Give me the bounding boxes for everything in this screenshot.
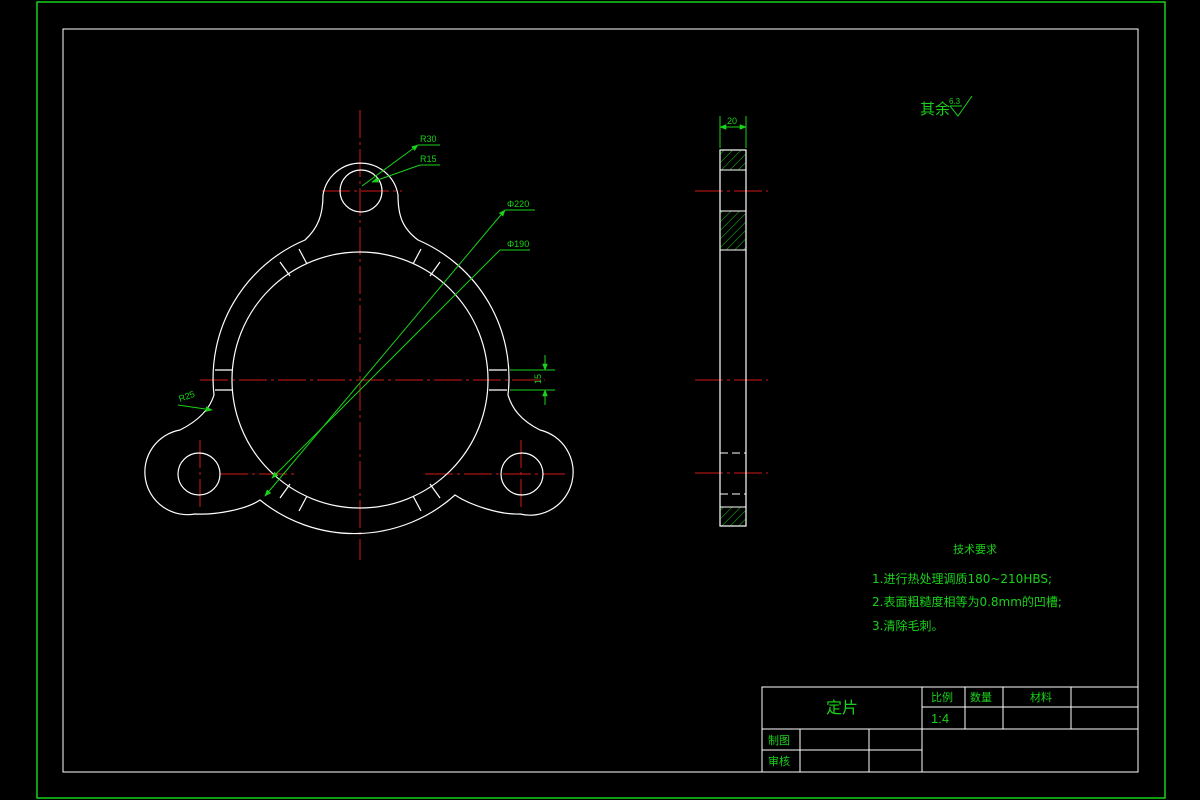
- inner-frame: [62, 28, 1139, 773]
- tb-drawn-by: 制图: [768, 734, 790, 747]
- tb-header-quantity: 数量: [970, 691, 992, 704]
- outer-frame: [36, 1, 1166, 799]
- flange-outline: [144, 162, 574, 535]
- center-lines: [199, 110, 565, 560]
- surface-finish-note: 其余 6.3: [920, 95, 973, 118]
- dim-r15: R15: [420, 154, 437, 164]
- hatch-mid: [719, 210, 747, 251]
- tech-req-item-2: 2.表面粗糙度相等为0.8mm的凹槽;: [872, 594, 1062, 609]
- tech-req-item-1: 1.进行热处理调质180~210HBS;: [872, 572, 1052, 586]
- lug-hole-left: [177, 452, 221, 496]
- tb-checked-by: 审核: [768, 754, 790, 768]
- dim-d220: Φ220: [507, 199, 529, 209]
- dim-slot-15: 15: [533, 374, 543, 384]
- front-view: R30 R15 Φ220 Φ190 R25 15: [144, 110, 574, 560]
- tb-header-scale: 比例: [931, 690, 953, 704]
- tb-header-material: 材料: [1030, 690, 1052, 704]
- roughness-symbol-icon: [949, 95, 973, 117]
- surface-finish-value: 6.3: [949, 97, 961, 106]
- hatch-top: [719, 149, 747, 171]
- hatch-bottom: [719, 506, 747, 527]
- side-profile: [719, 149, 747, 527]
- tech-req-item-3: 3.清除毛刺。: [872, 618, 943, 633]
- side-view: 20: [695, 116, 768, 527]
- tech-requirements: 技术要求 1.进行热处理调质180~210HBS; 2.表面粗糙度相等为0.8m…: [872, 543, 1062, 633]
- tb-value-scale: 1:4: [931, 711, 949, 726]
- dim-r25: R25: [177, 389, 196, 404]
- dim-d190: Φ190: [507, 239, 529, 249]
- dim-r30: R30: [420, 134, 437, 144]
- tech-req-title: 技术要求: [953, 543, 997, 556]
- front-dimensions: [177, 144, 555, 497]
- title-block: 定片 比例 数量 材料 1:4 制图 审核: [761, 686, 1139, 773]
- dim-thickness-20: 20: [727, 116, 737, 126]
- part-name: 定片: [826, 698, 858, 717]
- surface-finish-label: 其余: [920, 100, 950, 118]
